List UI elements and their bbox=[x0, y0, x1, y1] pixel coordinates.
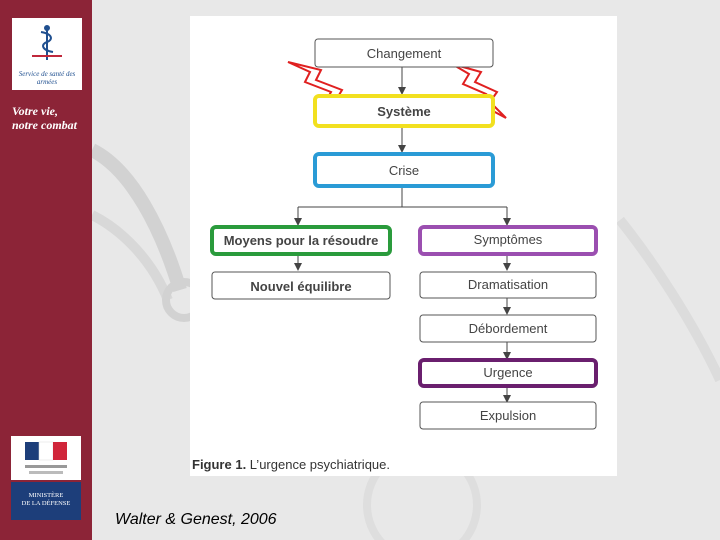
french-flag-icon bbox=[25, 441, 67, 474]
node-dramatisation: Dramatisation bbox=[419, 271, 597, 299]
crise-split-line bbox=[298, 186, 507, 208]
slogan-line-2: notre combat bbox=[12, 118, 77, 132]
label-symptomes: Symptômes bbox=[474, 232, 543, 247]
caption-label: Figure 1. bbox=[192, 457, 247, 472]
node-expulsion: Expulsion bbox=[419, 401, 597, 430]
label-moyens: Moyens pour la résoudre bbox=[224, 233, 379, 248]
label-systeme: Système bbox=[377, 104, 430, 119]
slogan: Votre vie, notre combat bbox=[12, 104, 92, 132]
slogan-line-1: Votre vie, bbox=[12, 104, 58, 118]
node-systeme: Système bbox=[313, 94, 495, 128]
sidebar: Service de santé des armées Votre vie, n… bbox=[0, 0, 92, 540]
ministere-line-2: DE LA DÉFENSE bbox=[21, 500, 71, 507]
citation: Walter & Genest, 2006 bbox=[115, 511, 277, 528]
node-changement: Changement bbox=[314, 38, 494, 68]
node-debordement: Débordement bbox=[419, 314, 597, 343]
ministere-logo: MINISTÈRE DE LA DÉFENSE bbox=[11, 482, 81, 520]
node-nouvel-equilibre: Nouvel équilibre bbox=[211, 271, 391, 300]
caption-text: L’urgence psychiatrique. bbox=[246, 457, 390, 472]
label-dramatisation: Dramatisation bbox=[468, 277, 548, 292]
label-expulsion: Expulsion bbox=[480, 408, 536, 423]
node-urgence: Urgence bbox=[418, 358, 598, 388]
label-debordement: Débordement bbox=[469, 321, 548, 336]
node-moyens: Moyens pour la résoudre bbox=[210, 225, 392, 256]
label-urgence: Urgence bbox=[483, 365, 532, 380]
label-crise: Crise bbox=[389, 163, 419, 178]
marianne-logo bbox=[11, 436, 81, 480]
label-nouvel-equilibre: Nouvel équilibre bbox=[250, 279, 351, 294]
urgence-psychiatrique-diagram: Changement Système Crise Moyens pour la … bbox=[210, 38, 598, 430]
caduceus-icon bbox=[32, 25, 62, 60]
figure-panel: Changement Système Crise Moyens pour la … bbox=[190, 16, 617, 476]
node-crise: Crise bbox=[313, 152, 495, 188]
service-sante-logo: Service de santé des armées bbox=[12, 18, 82, 90]
label-changement: Changement bbox=[367, 46, 442, 61]
logo-text: Service de santé des armées bbox=[18, 70, 76, 86]
node-symptomes: Symptômes bbox=[418, 225, 598, 256]
figure-caption: Figure 1. L’urgence psychiatrique. bbox=[192, 457, 390, 472]
ministere-line-1: MINISTÈRE bbox=[28, 492, 64, 499]
